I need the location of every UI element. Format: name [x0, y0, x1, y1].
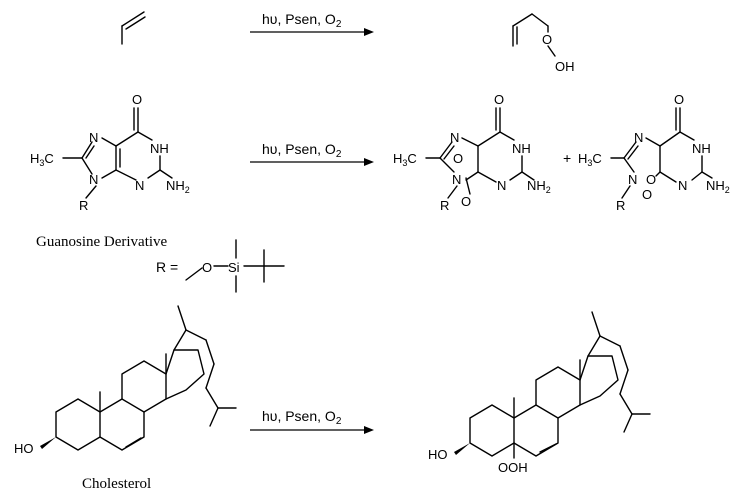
cholesterol-caption: Cholesterol	[82, 476, 151, 492]
reaction-arrow-1	[250, 28, 374, 36]
guanosine-derivative-structure: H3C N N O NH N NH2 R	[30, 92, 190, 213]
atom-o: O	[453, 151, 463, 166]
reaction-1-conditions: hυ, Psen, O2	[262, 11, 342, 30]
svg-text:H3C: H3C	[393, 151, 417, 168]
reaction-2-conditions: hυ, Psen, O2	[262, 141, 342, 160]
atom-n: N	[628, 172, 637, 187]
atom-o: O	[202, 260, 212, 275]
atom-n: N	[135, 178, 144, 193]
nh-label: NH	[692, 141, 711, 156]
atom-n: N	[497, 178, 506, 193]
atom-n: N	[89, 172, 98, 187]
svg-text:H3C: H3C	[578, 151, 602, 168]
atom-o: O	[132, 92, 142, 107]
svg-text:R =: R =	[156, 259, 178, 275]
reaction-arrow-3	[250, 426, 374, 434]
guanosine-endoperoxide-product-a: H3C N N O O O NH N NH2 R	[393, 92, 551, 213]
hydroxyl-label: OH	[555, 59, 575, 74]
hydroxyl-label: HO	[14, 441, 34, 456]
plus-sign: +	[563, 150, 571, 166]
svg-text:NH2: NH2	[166, 178, 190, 195]
hydroxyl-label: HO	[428, 447, 448, 462]
atom-o: O	[646, 172, 656, 187]
atom-n: N	[452, 172, 461, 187]
svg-text:H3C: H3C	[30, 151, 54, 168]
atom-o: O	[494, 92, 504, 107]
nh-label: NH	[512, 141, 531, 156]
atom-n: N	[678, 178, 687, 193]
r-group: R	[79, 198, 88, 213]
atom-o: O	[461, 194, 471, 209]
reaction-arrow-2	[250, 158, 374, 166]
cholesterol-structure: HO	[14, 305, 237, 456]
atom-n: N	[450, 130, 459, 145]
guanosine-endoperoxide-product-b: H3C N N O O O NH N NH2 R	[578, 92, 730, 213]
cholesterol-hydroperoxide-structure: HO OOH	[428, 311, 651, 475]
atom-si: Si	[228, 260, 240, 275]
allyl-hydroperoxide-structure: O OH	[512, 13, 575, 74]
propene-structure	[121, 11, 146, 45]
r-group: R	[440, 198, 449, 213]
atom-n: N	[89, 130, 98, 145]
r-group: R	[616, 198, 625, 213]
reaction-3-conditions: hυ, Psen, O2	[262, 408, 342, 427]
hydroperoxide-label: OOH	[498, 460, 528, 475]
svg-text:NH2: NH2	[527, 178, 551, 195]
r-group-definition: R = O Si	[156, 239, 285, 293]
nh-label: NH	[150, 141, 169, 156]
guanosine-caption: Guanosine Derivative	[36, 234, 168, 250]
svg-text:NH2: NH2	[706, 178, 730, 195]
atom-o: O	[674, 92, 684, 107]
atom-o: O	[542, 32, 552, 47]
atom-o: O	[642, 187, 652, 202]
atom-n: N	[634, 130, 643, 145]
